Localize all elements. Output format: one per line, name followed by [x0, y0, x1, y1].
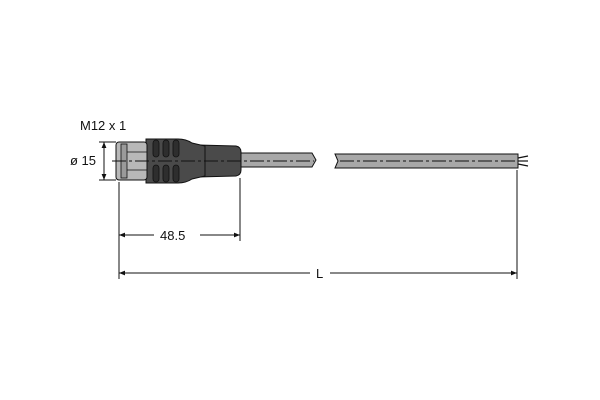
cable-segment-left — [237, 152, 317, 168]
strain-relief — [197, 144, 242, 178]
connector-length-label: 48.5 — [160, 228, 185, 243]
diameter-dimension — [99, 141, 116, 181]
total-length-label: L — [316, 266, 323, 281]
extension-lines — [118, 170, 518, 279]
thread-label: M12 x 1 — [80, 118, 126, 133]
grip-ribs — [152, 139, 180, 183]
diameter-label: ø 15 — [70, 153, 96, 168]
wire-ends-icon — [517, 155, 529, 167]
